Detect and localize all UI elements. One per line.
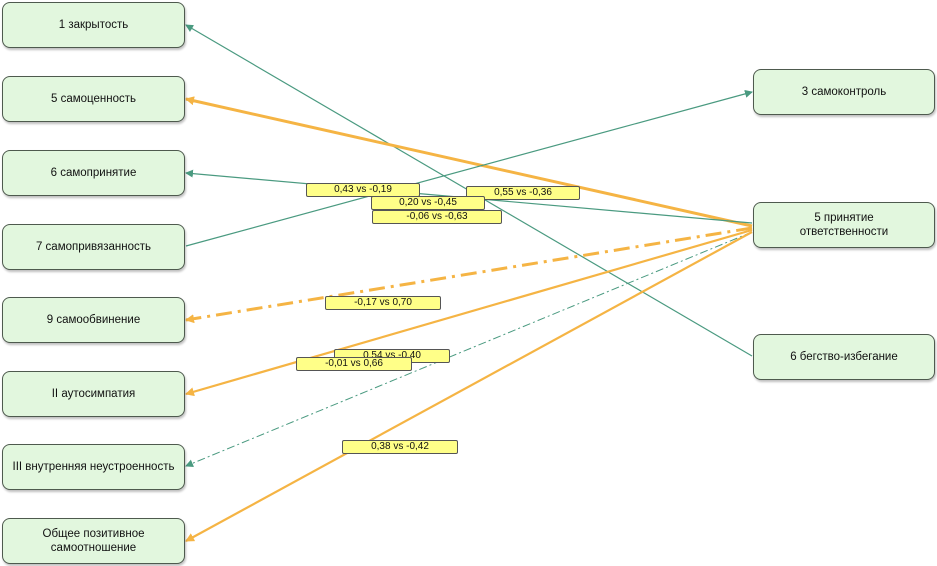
node-label: II аутосимпатия [51,388,136,400]
node-inner-disorder: III внутренняя неустроенность [2,444,185,490]
edge-label: 0,20 vs -0,45 [371,196,485,210]
edge-label: -0,01 vs 0,66 [296,357,412,371]
node-label: 6 бегство-избегание [790,351,898,363]
node-autosympathy: II аутосимпатия [2,371,185,417]
edge-responsibility-to-selfblame [185,226,753,324]
edge-responsibility-to-autosympathy [185,228,753,397]
node-label: 5 самоценность [51,93,136,105]
node-label: Общее позитивное самоотношение [42,528,145,554]
edge-label: 0,55 vs -0,36 [466,186,580,200]
node-label: 7 самопривязанность [35,241,152,253]
node-positive-selfattitude: Общее позитивное самоотношение [2,518,185,564]
edge-selfattachment-to-selfcontrol [185,89,753,247]
edge-responsibility-to-selfworth [185,96,753,228]
node-closedness: 1 закрытость [2,2,185,48]
node-selfcontrol: 3 самоконтроль [753,69,935,115]
edge-responsibility-to-positive-selfattitude [185,231,753,542]
node-label: 6 самопринятие [50,167,137,179]
edge-label: -0,17 vs 0,70 [325,296,441,310]
node-label: 1 закрытость [58,19,129,31]
node-selfattachment: 7 самопривязанность [2,224,185,270]
node-label: 5 принятие ответственности [799,212,889,238]
node-selfacceptance: 6 самопринятие [2,150,185,196]
edge-label: -0,06 vs -0,63 [372,210,502,224]
edge-responsibility-to-inner-disorder [185,231,753,468]
node-label: III внутренняя неустроенность [12,461,175,473]
edge-label: 0,38 vs -0,42 [342,440,458,454]
node-selfworth: 5 самоценность [2,76,185,122]
node-label: 9 самообвинение [46,314,141,326]
node-selfblame: 9 самообвинение [2,297,185,343]
edge-label: 0,43 vs -0,19 [306,183,420,197]
node-escape-avoidance: 6 бегство-избегание [753,334,935,380]
node-responsibility: 5 принятие ответственности [753,202,935,248]
node-label: 3 самоконтроль [801,86,887,98]
